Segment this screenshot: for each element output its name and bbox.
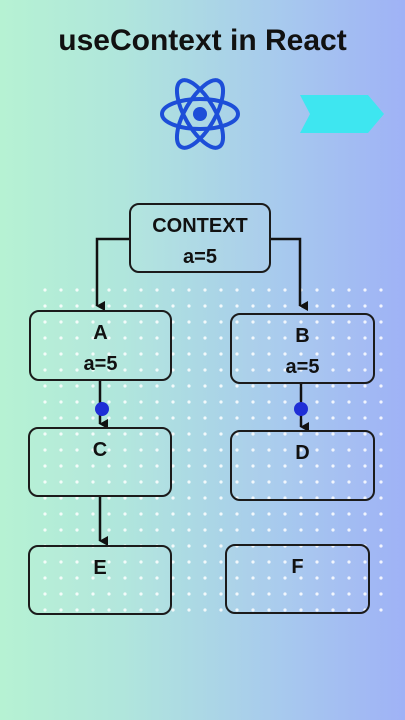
node-b: B a=5	[230, 313, 375, 384]
node-f: F	[225, 544, 370, 614]
node-a-label: A	[93, 322, 108, 344]
react-atom-icon	[160, 78, 240, 150]
node-a-value: a=5	[83, 353, 118, 375]
node-d-label: D	[295, 442, 310, 464]
node-c: C	[28, 427, 172, 497]
connector-dot-a-c	[95, 402, 109, 416]
node-f-label: F	[291, 556, 304, 578]
node-b-label: B	[295, 325, 310, 347]
node-b-value: a=5	[285, 356, 320, 378]
node-context-label: CONTEXT	[152, 215, 248, 237]
node-e-label: E	[93, 557, 107, 579]
edge-context-b	[270, 237, 308, 311]
arrow-badge-icon	[300, 95, 384, 133]
node-d: D	[230, 430, 375, 501]
page-title: useContext in React	[58, 24, 347, 57]
node-a: A a=5	[29, 310, 172, 381]
node-context: CONTEXT a=5	[129, 203, 271, 273]
edge-context-a	[95, 237, 129, 311]
node-context-value: a=5	[183, 246, 217, 268]
node-c-label: C	[92, 439, 108, 461]
node-e: E	[28, 545, 172, 615]
connector-dot-b-d	[294, 402, 308, 416]
